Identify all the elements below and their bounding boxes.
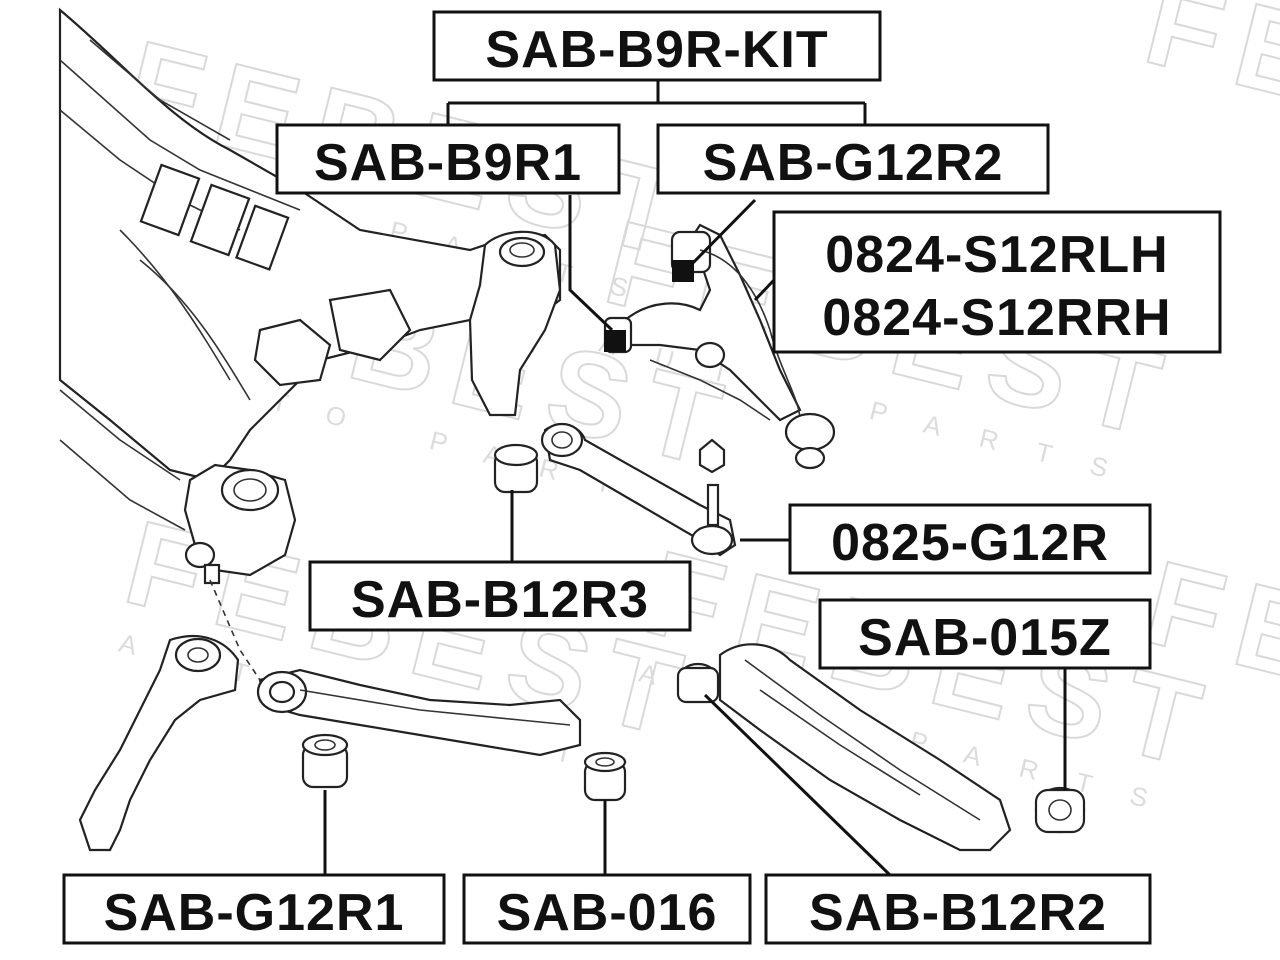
label-sab-b9r-kit: SAB-B9R-KIT [432, 10, 882, 82]
label-sab-b12r2: SAB-B12R2 [764, 873, 1152, 945]
label-text-s12rlh: 0824-S12RLH [825, 226, 1168, 284]
label-sab-b9r1: SAB-B9R1 [275, 123, 621, 195]
label-text-b12r3: SAB-B12R3 [351, 571, 649, 629]
label-sab-015z: SAB-015Z [818, 598, 1152, 670]
label-0825-g12r: 0825-G12R [788, 503, 1152, 575]
label-text-015z: SAB-015Z [858, 609, 1112, 667]
label-sab-g12r2: SAB-G12R2 [656, 123, 1050, 195]
pointer-g12r2 [672, 260, 694, 282]
label-text-b12r2: SAB-B12R2 [809, 884, 1107, 942]
subframe-drawing [58, 7, 562, 585]
pointer-b9r1 [604, 330, 626, 352]
leader-lines [323, 80, 1067, 877]
label-text-b9r1: SAB-B9R1 [314, 134, 582, 192]
label-text-g12r2: SAB-G12R2 [703, 134, 1004, 192]
label-sab-g12r1: SAB-G12R1 [62, 873, 446, 945]
label-text-016: SAB-016 [497, 884, 718, 942]
lower-arm-drawing [78, 579, 627, 852]
label-text-kit: SAB-B9R-KIT [485, 21, 828, 79]
trailing-arm-drawing [676, 643, 1086, 852]
label-text-g12r1: SAB-G12R1 [104, 884, 405, 942]
label-sab-b12r3: SAB-B12R3 [308, 560, 692, 632]
label-sab-016: SAB-016 [462, 873, 752, 945]
label-text-g12r-ball: 0825-G12R [831, 514, 1109, 572]
watermark-brand: FEBEST [1134, 0, 1280, 226]
label-text-s12rrh: 0824-S12RRH [822, 289, 1171, 347]
label-0824-s12r: 0824-S12RLH 0824-S12RRH [772, 210, 1222, 354]
upper-link-drawing [493, 422, 737, 557]
